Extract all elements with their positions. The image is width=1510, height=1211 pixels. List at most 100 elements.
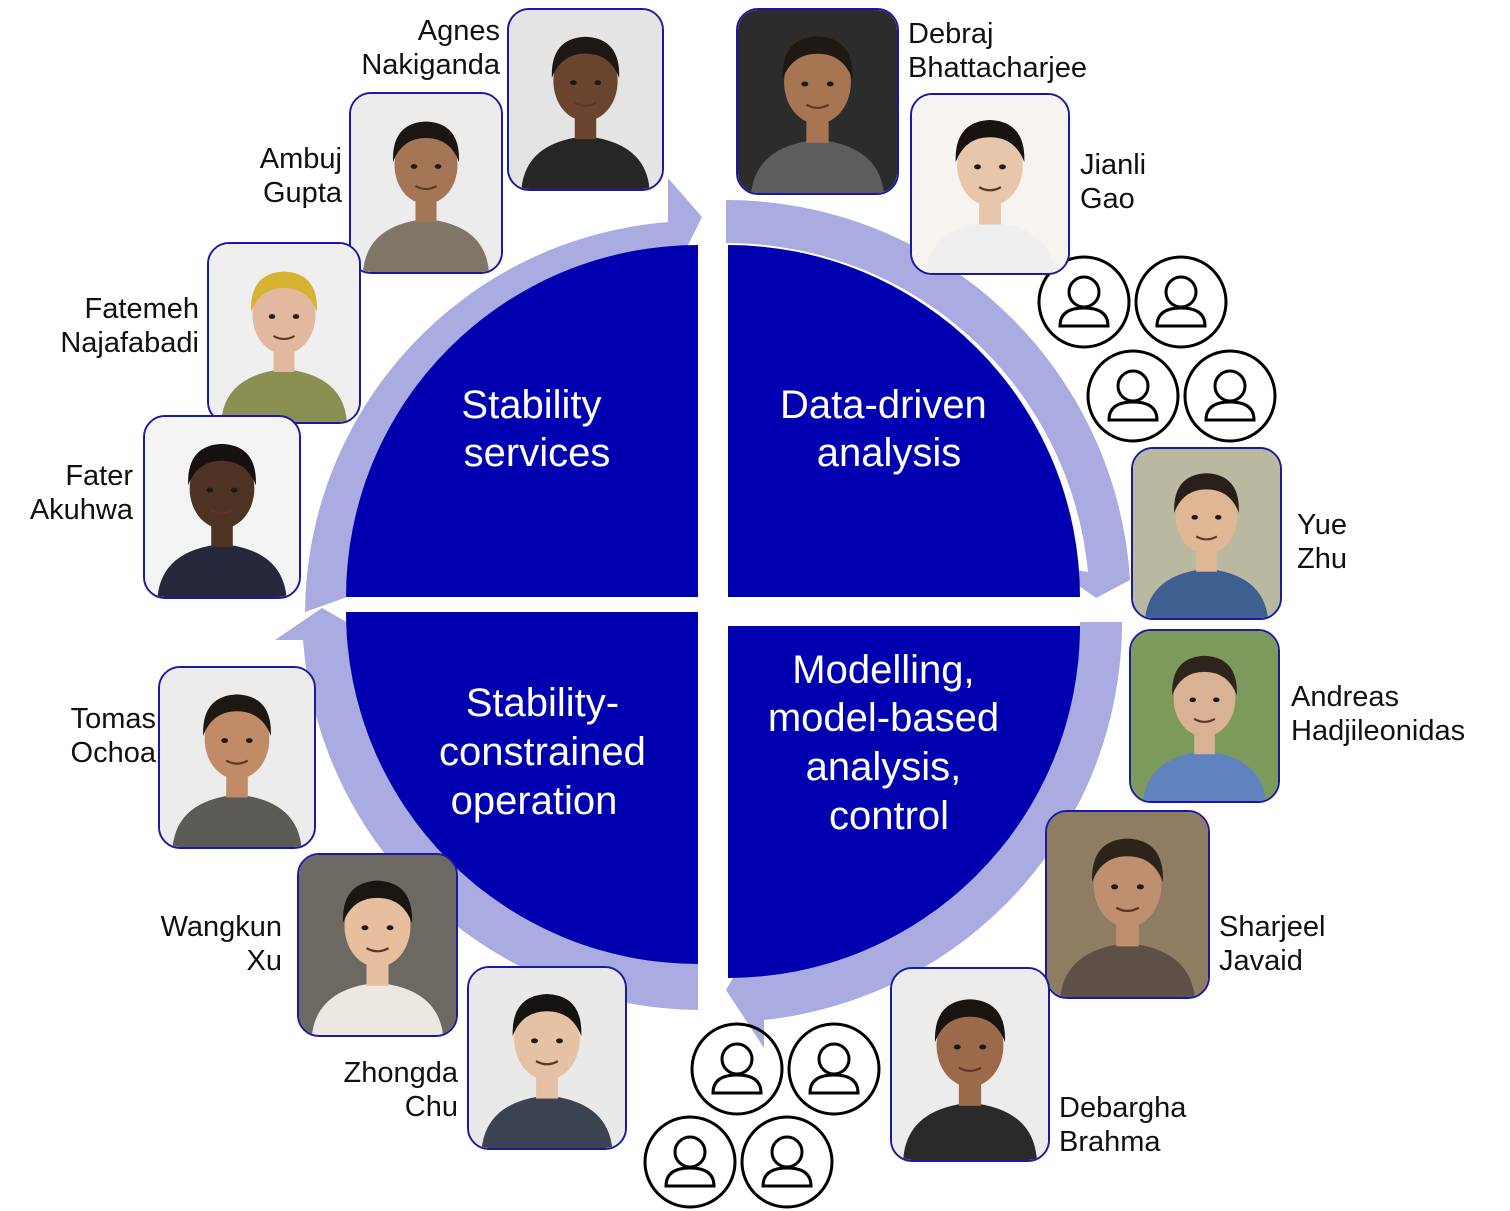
portrait-eye-left bbox=[1111, 884, 1119, 890]
name-ambuj-gupta: Ambuj Gupta bbox=[260, 142, 342, 210]
portrait-face bbox=[394, 126, 458, 204]
portrait-eye-right bbox=[292, 314, 300, 319]
name-debraj-bhattacharjee: Debraj Bhattacharjee bbox=[908, 17, 1087, 85]
portrait-eye-right bbox=[1136, 884, 1144, 890]
last-name: Javaid bbox=[1219, 945, 1303, 977]
portrait-hair bbox=[512, 994, 582, 1037]
first-name: Debargha bbox=[1059, 1092, 1187, 1124]
portrait-eye-left bbox=[361, 925, 369, 931]
portrait-shoulders bbox=[157, 543, 287, 597]
name-debargha-brahma: Debargha Brahma bbox=[1059, 1091, 1186, 1159]
portrait-illustration bbox=[1131, 631, 1278, 801]
last-name: Brahma bbox=[1059, 1126, 1161, 1158]
portrait-mouth bbox=[805, 103, 830, 109]
portrait-mouth bbox=[535, 1060, 559, 1066]
portrait-eye-left bbox=[410, 164, 418, 169]
user-circle-icon bbox=[1086, 349, 1180, 443]
last-name: Najafabadi bbox=[60, 327, 199, 359]
portrait-mouth bbox=[272, 335, 296, 341]
last-name: Xu bbox=[246, 945, 282, 977]
portrait-eye-left bbox=[801, 81, 809, 87]
portrait-illustration bbox=[1047, 812, 1208, 997]
portrait-eye-right bbox=[1213, 697, 1220, 703]
portrait-hair bbox=[1172, 655, 1237, 696]
portrait-hair bbox=[188, 443, 256, 486]
portrait-shoulders bbox=[1060, 943, 1195, 997]
photo-debraj-bhattacharjee bbox=[736, 8, 899, 195]
portrait-shoulders bbox=[312, 982, 443, 1035]
quadrant-stability-constrained-operation bbox=[346, 612, 698, 964]
last-name: Chu bbox=[404, 1091, 458, 1123]
last-name: Nakiganda bbox=[361, 49, 500, 81]
portrait-eye-left bbox=[206, 487, 214, 493]
user-circle-icon bbox=[787, 1022, 881, 1116]
portrait-mouth bbox=[1195, 535, 1218, 541]
name-jianli-gao: Jianli Gao bbox=[1080, 148, 1146, 216]
photo-agnes-nakiganda bbox=[507, 8, 664, 191]
portrait-mouth bbox=[978, 186, 1002, 192]
portrait-shoulders bbox=[481, 1095, 613, 1148]
photo-yue-zhu bbox=[1131, 447, 1282, 620]
portrait-shoulders bbox=[903, 1102, 1037, 1160]
portrait-eye-right bbox=[556, 1038, 563, 1044]
last-name: Akuhwa bbox=[29, 494, 133, 526]
portrait-face bbox=[1173, 660, 1236, 737]
first-name: Fatemeh bbox=[84, 293, 199, 325]
portrait-illustration bbox=[209, 244, 359, 422]
portrait-illustration bbox=[145, 417, 299, 597]
portrait-shoulders bbox=[172, 794, 302, 847]
portrait-mouth bbox=[414, 185, 438, 191]
portrait-eye-right bbox=[230, 487, 238, 493]
quadrant-label-stability-services: Stability services bbox=[461, 383, 612, 475]
first-name: Sharjeel bbox=[1219, 911, 1326, 943]
portrait-eye-right bbox=[999, 164, 1006, 170]
arrow-bottom-right bbox=[726, 622, 1123, 1048]
photo-fater-akuhwa bbox=[143, 415, 301, 599]
portrait-face bbox=[204, 698, 270, 780]
portrait-illustration bbox=[1133, 449, 1280, 618]
portrait-face bbox=[784, 41, 851, 124]
photo-wangkun-xu bbox=[297, 853, 458, 1037]
portrait-illustration bbox=[299, 855, 456, 1035]
quadrant-label-modelling-control: Modelling, model-based analysis, control bbox=[768, 648, 1010, 838]
portrait-mouth bbox=[1115, 906, 1140, 913]
portrait-face bbox=[1093, 843, 1162, 928]
name-wangkun-xu: Wangkun Xu bbox=[161, 910, 282, 978]
portrait-eye-left bbox=[221, 738, 229, 744]
portrait-illustration bbox=[509, 10, 662, 189]
portrait-eye-left bbox=[531, 1038, 538, 1044]
portrait-hair bbox=[934, 999, 1006, 1043]
arrow-top-right bbox=[726, 200, 1130, 598]
portrait-eye-left bbox=[953, 1044, 961, 1050]
name-sharjeel-javaid: Sharjeel Javaid bbox=[1219, 910, 1325, 978]
photo-sharjeel-javaid bbox=[1045, 810, 1210, 999]
portrait-hair bbox=[342, 880, 413, 924]
user-circle-icon bbox=[740, 1115, 834, 1209]
portrait-illustration bbox=[351, 94, 501, 272]
first-name: Fater bbox=[65, 460, 133, 492]
photo-andreas-hadjileonidas bbox=[1129, 629, 1280, 803]
last-name: Ochoa bbox=[70, 737, 156, 769]
portrait-hair bbox=[250, 271, 318, 312]
portrait-face bbox=[553, 41, 618, 121]
portrait-face bbox=[936, 1004, 1004, 1087]
first-name: Tomas bbox=[70, 703, 156, 735]
user-circle-icon bbox=[1134, 255, 1228, 349]
portrait-face bbox=[344, 885, 411, 967]
name-yue-zhu: Yue Zhu bbox=[1297, 508, 1347, 576]
portrait-eye-right bbox=[594, 80, 602, 86]
name-zhongda-chu: Zhongda Chu bbox=[344, 1056, 459, 1124]
first-name: Wangkun bbox=[160, 911, 282, 943]
last-name: Hadjileonidas bbox=[1291, 715, 1466, 747]
photo-jianli-gao bbox=[910, 93, 1070, 275]
portrait-shoulders bbox=[925, 221, 1055, 273]
portrait-illustration bbox=[160, 668, 314, 847]
user-circle-icon bbox=[690, 1022, 784, 1116]
last-name: Gao bbox=[1080, 183, 1135, 215]
first-name: Andreas bbox=[1291, 681, 1400, 713]
portrait-face bbox=[514, 998, 580, 1080]
portrait-hair bbox=[782, 36, 853, 80]
portrait-shoulders bbox=[1145, 568, 1268, 618]
portrait-eye-left bbox=[1189, 697, 1196, 703]
portrait-shoulders bbox=[751, 139, 884, 193]
